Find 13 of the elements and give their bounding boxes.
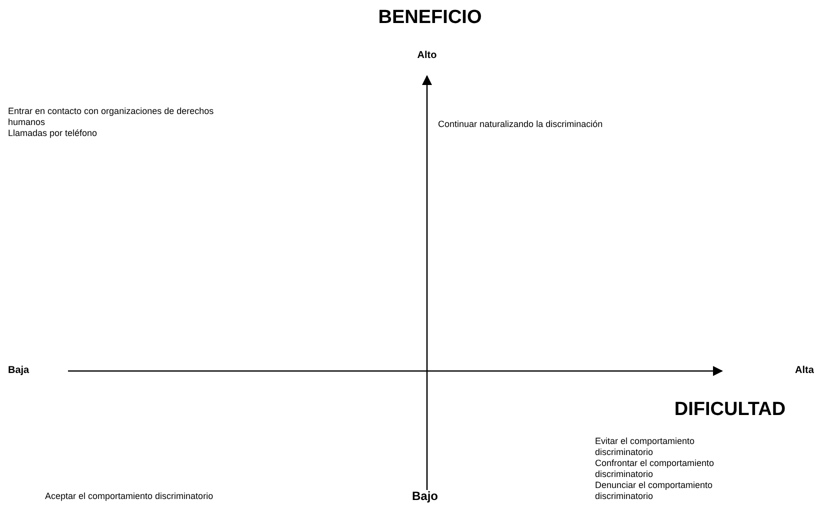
axis-title: DIFICULTAD bbox=[673, 398, 787, 421]
quadrant-text: Continuar naturalizando la discriminación bbox=[438, 119, 604, 130]
axis-end-label: Bajo bbox=[410, 489, 439, 503]
axis-end-label: Baja bbox=[8, 365, 30, 377]
axis-title: BENEFICIO bbox=[377, 6, 483, 29]
axis-end-label: Alto bbox=[416, 50, 438, 62]
quadrant-text: Confrontar el comportamiento discriminatorio bbox=[595, 458, 716, 480]
axis-end-label: Alta bbox=[795, 365, 815, 377]
quadrant-text: Llamadas por teléfono bbox=[8, 128, 98, 139]
quadrant-text: Denunciar el comportamiento discriminatorio bbox=[595, 480, 714, 502]
quadrant-text: Aceptar el comportamiento discriminatorio bbox=[45, 491, 214, 502]
quadrant-text: Entrar en contacto con organizaciones de derechos humanos bbox=[8, 106, 215, 128]
quadrant-text: Evitar el comportamiento discriminatorio bbox=[595, 436, 696, 458]
